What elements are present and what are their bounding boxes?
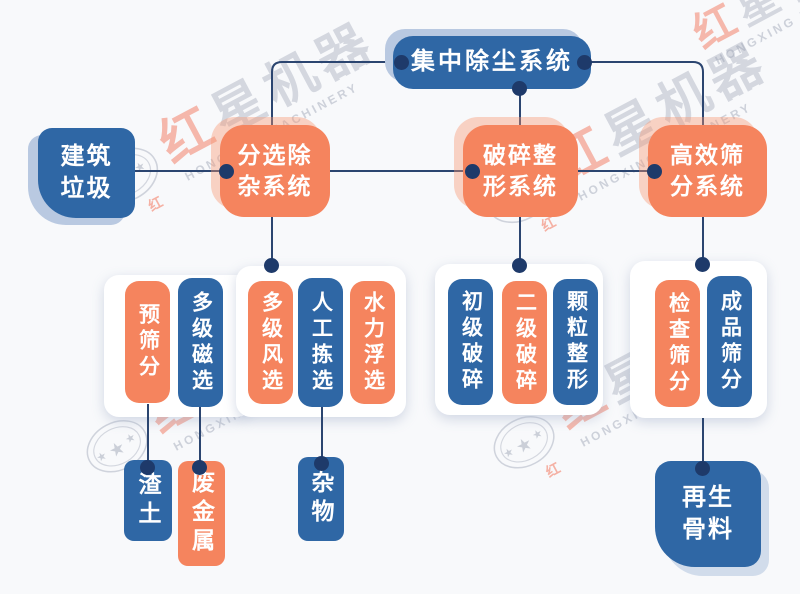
connector-dot	[695, 257, 710, 272]
root-box-dust-removal-system: 集中除尘系统	[393, 36, 591, 89]
svg-text:★: ★	[123, 431, 138, 446]
connector-dot	[264, 258, 279, 273]
connector-dot	[465, 164, 480, 179]
svg-text:★: ★	[94, 449, 109, 464]
process-pill-hydraulic-flotation: 水力浮选	[350, 281, 395, 404]
watermark: 红星机器 HONGXING MACHINERY	[684, 0, 800, 70]
system-box-efficient-screening: 高效筛 分系统	[648, 125, 767, 217]
box-label-line1: 分选除	[237, 141, 313, 168]
box-label-line2: 垃圾	[60, 175, 113, 202]
process-pill-manual-picking: 人工拣选	[298, 278, 343, 407]
system-box-sorting: 分选除 杂系统	[220, 125, 330, 217]
connector-dot	[695, 461, 710, 476]
process-pill-check-screening: 检查筛分	[655, 280, 700, 407]
box-label-line1: 高效筛	[670, 141, 745, 168]
svg-text:★: ★	[530, 427, 545, 442]
watermark-latin: HONGXING MACHINERY	[712, 0, 800, 68]
output-box-scrap-metal: 废金属	[178, 461, 225, 566]
box-label-line1: 建筑	[60, 142, 113, 170]
svg-text:★: ★	[501, 445, 516, 460]
process-pill-secondary-crushing: 二级破碎	[502, 281, 547, 404]
connector-dot	[314, 456, 329, 471]
connector-dot	[219, 164, 234, 179]
watermark-brand: 红星机器	[684, 0, 800, 58]
process-pill-pre-screening: 预筛分	[125, 281, 170, 403]
output-box-sundries: 杂物	[298, 457, 344, 541]
box-label-line2: 分系统	[670, 173, 745, 199]
box-label: 集中除尘系统	[411, 48, 573, 76]
svg-text:★: ★	[105, 436, 129, 461]
box-label-line2: 骨料	[682, 516, 734, 543]
box-label-line1: 再生	[682, 483, 734, 511]
box-label-line2: 杂系统	[237, 173, 313, 199]
svg-text:★: ★	[512, 432, 536, 457]
box-label-line2: 形系统	[483, 173, 558, 199]
connector-dot	[577, 55, 592, 70]
process-pill-multistage-magnetic: 多级磁选	[178, 278, 223, 407]
output-box-recycled-aggregate: 再生 骨料	[655, 461, 761, 567]
connector-dot	[192, 460, 207, 475]
process-pill-multistage-air: 多级风选	[248, 281, 293, 404]
connector-dot	[647, 164, 662, 179]
box-label-line1: 破碎整	[483, 141, 558, 168]
input-box-construction-waste: 建筑 垃圾	[38, 128, 135, 218]
process-pill-primary-crushing: 初级破碎	[448, 279, 493, 405]
connector-dot	[140, 460, 155, 475]
connector-dot	[512, 81, 527, 96]
watermark-red-seal: 红	[145, 192, 166, 214]
process-pill-particle-shaping: 颗粒整形	[553, 279, 598, 405]
connector-dot	[512, 258, 527, 273]
watermark-red-seal: 红	[542, 459, 563, 480]
connector-dot	[394, 55, 409, 70]
process-pill-product-screening: 成品筛分	[707, 276, 752, 407]
system-box-crushing-shaping: 破碎整 形系统	[463, 125, 578, 217]
